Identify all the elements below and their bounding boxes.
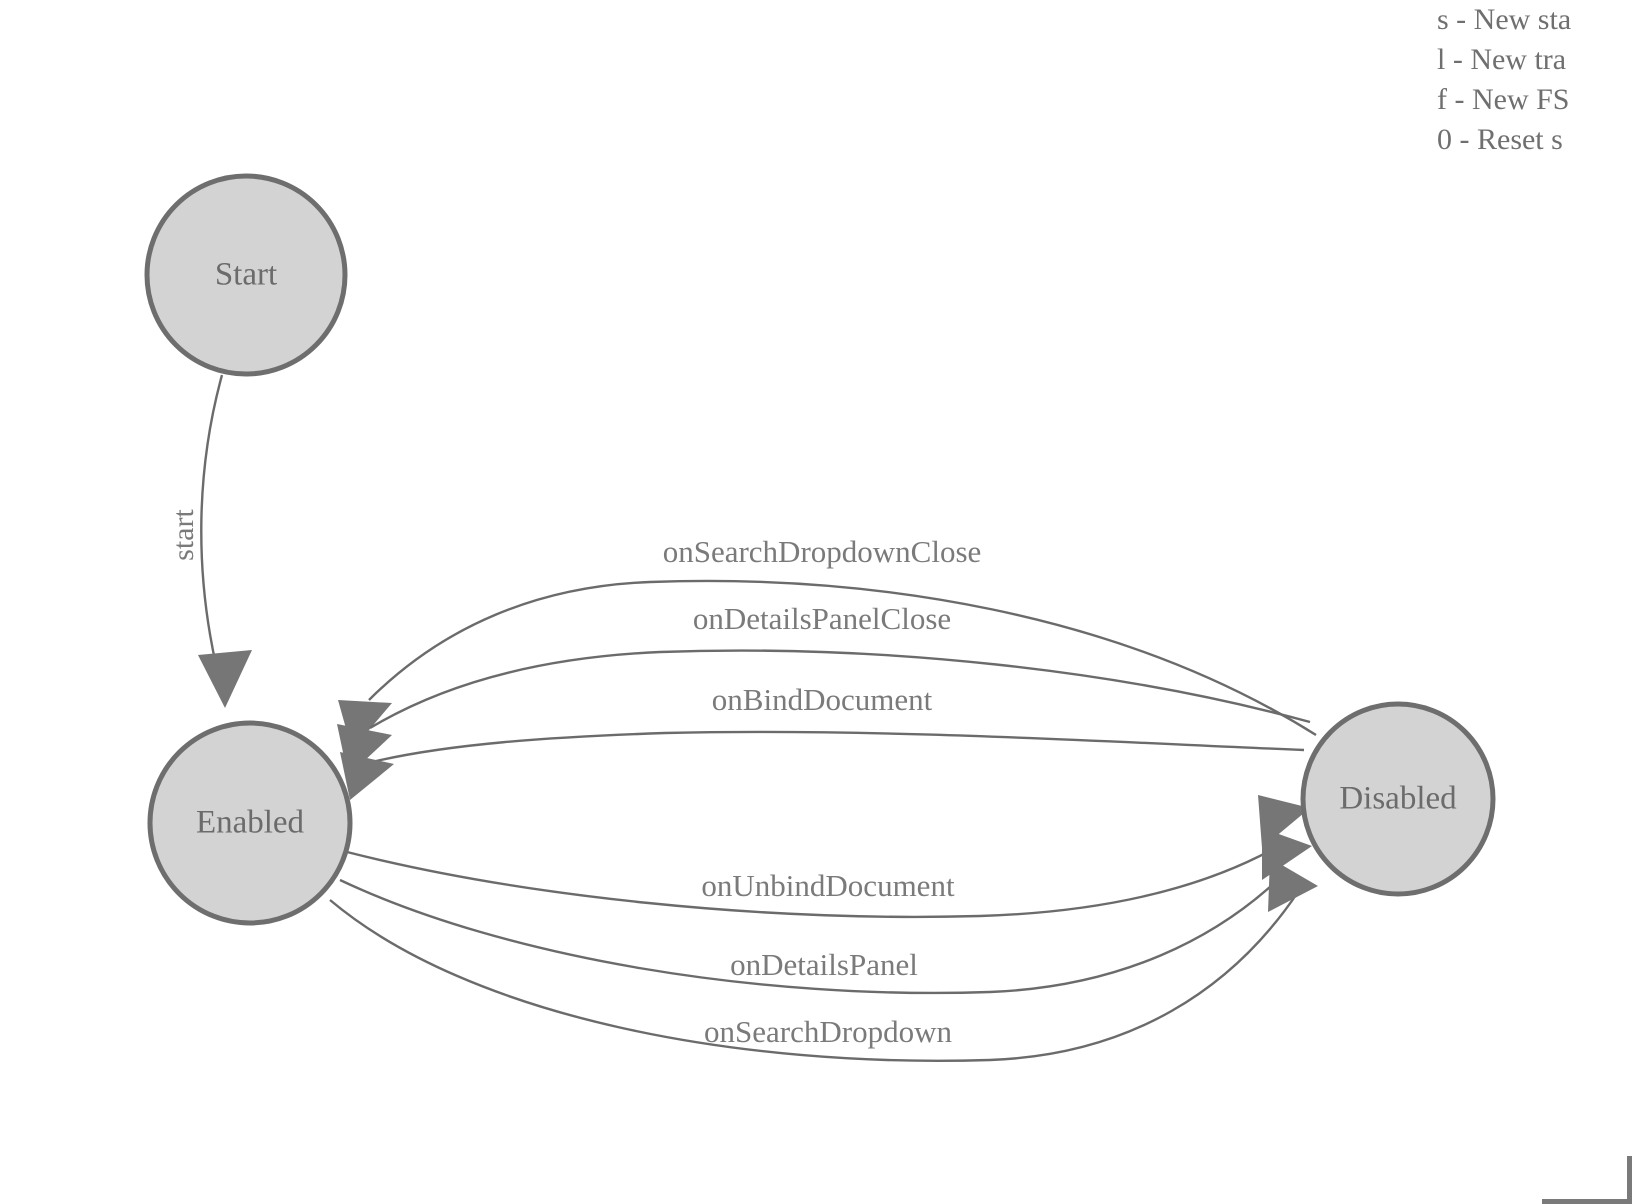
edge-label-ondetailspanelclose: onDetailsPanelClose (693, 601, 951, 636)
node-group: Start Enabled Disabled (144, 173, 1496, 926)
node-start[interactable]: Start (144, 173, 348, 377)
edge-arrowhead-onbinddocument (340, 752, 394, 800)
node-start-circle[interactable] (144, 173, 348, 377)
edge-path-ondetailspanelclose[interactable] (369, 649, 1311, 730)
node-disabled[interactable]: Disabled (1300, 701, 1496, 897)
edge-disabled-to-enabled-binddocument[interactable] (340, 730, 1305, 800)
edge-label-start: start (167, 509, 200, 561)
edge-path-onsearchdropdown[interactable] (329, 891, 1299, 1063)
node-start-label: Start (215, 257, 277, 293)
node-enabled-circle[interactable] (147, 720, 353, 926)
edge-label-onsearchdropdownclose: onSearchDropdownClose (663, 534, 982, 569)
edge-path-onunbinddocument[interactable] (346, 841, 1285, 919)
node-disabled-label: Disabled (1339, 781, 1457, 817)
edge-path-ondetailspanel[interactable] (339, 869, 1289, 995)
edge-label-onsearchdropdown: onSearchDropdown (704, 1014, 952, 1049)
edge-label-ondetailspanel: onDetailsPanel (730, 947, 918, 982)
edge-path-start[interactable] (200, 374, 224, 666)
edge-label-onunbinddocument: onUnbindDocument (701, 868, 955, 903)
edge-start-to-enabled[interactable] (198, 374, 252, 708)
edge-arrowhead-onsearchdropdown (1268, 858, 1318, 912)
edge-label-group: start onSearchDropdownClose onDetailsPan… (167, 509, 981, 1049)
edge-group (198, 374, 1318, 1063)
edge-path-onbinddocument[interactable] (371, 730, 1305, 764)
node-enabled-label: Enabled (196, 805, 305, 841)
corner-frame-marker (1542, 1156, 1632, 1204)
node-enabled[interactable]: Enabled (147, 720, 353, 926)
edge-path-onsearchdropdownclose[interactable] (368, 579, 1317, 737)
node-disabled-circle[interactable] (1300, 701, 1496, 897)
edge-enabled-to-disabled-searchdropdown[interactable] (329, 858, 1318, 1063)
edge-arrowhead-start (198, 650, 252, 708)
edge-label-onbinddocument: onBindDocument (712, 682, 933, 717)
